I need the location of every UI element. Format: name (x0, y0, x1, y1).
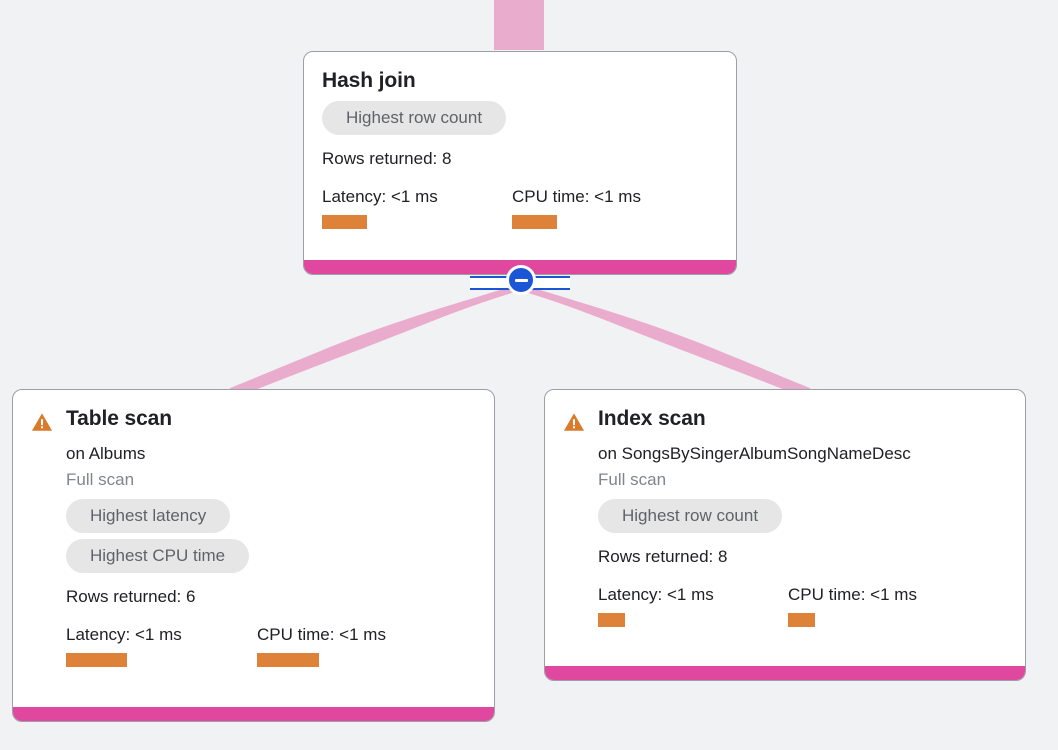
metric-cpu-time-label: CPU time: <1 ms (257, 625, 386, 644)
node-subtitle: on Albums (66, 444, 146, 463)
node-chips: Highest row count (322, 101, 718, 141)
node-title: Hash join (322, 69, 416, 92)
node-details: on SongsBySingerAlbumSongNameDesc Full s… (563, 442, 1007, 627)
edge-to-table-scan (230, 286, 522, 390)
plan-node-table-scan[interactable]: Table scan on Albums Full scan Highest l… (12, 389, 495, 722)
minus-icon (514, 278, 528, 282)
node-header-text: Table scan (66, 406, 476, 432)
node-metrics: Latency: <1 ms CPU time: <1 ms (598, 584, 1007, 627)
node-chips: Highest row count (598, 499, 1007, 539)
metric-latency-label: Latency: <1 ms (66, 625, 182, 644)
node-title: Table scan (66, 407, 172, 430)
node-scan-type: Full scan (598, 470, 667, 489)
metric-latency-label: Latency: <1 ms (598, 585, 714, 604)
warning-triangle-icon (563, 411, 585, 433)
node-header-text: Index scan (598, 406, 1007, 432)
node-header-text: Hash join (322, 68, 718, 94)
metric-latency-bar (322, 215, 367, 229)
node-body: Hash join Highest row count Rows returne… (304, 52, 736, 260)
metric-latency: Latency: <1 ms (322, 186, 512, 229)
metric-cpu-time-label: CPU time: <1 ms (512, 187, 641, 206)
edge-inbound (494, 0, 544, 50)
node-metrics: Latency: <1 ms CPU time: <1 ms (322, 186, 718, 229)
node-accent-bar (13, 707, 494, 721)
chip-highest-latency: Highest latency (66, 499, 231, 533)
node-body: Index scan on SongsBySingerAlbumSongName… (545, 390, 1025, 666)
chip-highest-row-count: Highest row count (598, 499, 783, 533)
node-accent-bar (545, 666, 1025, 680)
rows-returned: Rows returned: 8 (598, 547, 728, 566)
metric-latency: Latency: <1 ms (66, 624, 257, 667)
rows-returned: Rows returned: 8 (322, 149, 452, 168)
plan-node-hash-join[interactable]: Hash join Highest row count Rows returne… (303, 51, 737, 275)
node-metrics: Latency: <1 ms CPU time: <1 ms (66, 624, 476, 667)
plan-node-index-scan[interactable]: Index scan on SongsBySingerAlbumSongName… (544, 389, 1026, 681)
node-body: Table scan on Albums Full scan Highest l… (13, 390, 494, 707)
warning-triangle-icon (31, 411, 53, 433)
edge-to-index-scan (518, 286, 810, 390)
metric-cpu-time-label: CPU time: <1 ms (788, 585, 917, 604)
metric-cpu-time-bar (512, 215, 557, 229)
node-title: Index scan (598, 407, 706, 430)
node-header: Table scan (31, 406, 476, 433)
node-scan-type: Full scan (66, 470, 135, 489)
node-header: Index scan (563, 406, 1007, 433)
collapse-children-toggle[interactable] (470, 265, 570, 295)
metric-cpu-time: CPU time: <1 ms (788, 584, 917, 627)
node-header: Hash join (322, 68, 718, 94)
metric-cpu-time: CPU time: <1 ms (512, 186, 641, 229)
metric-cpu-time-bar (257, 653, 319, 667)
toggle-knob[interactable] (506, 265, 536, 295)
metric-latency-bar (598, 613, 625, 627)
chip-highest-cpu-time: Highest CPU time (66, 539, 250, 573)
metric-latency-bar (66, 653, 127, 667)
metric-latency: Latency: <1 ms (598, 584, 788, 627)
node-details: on Albums Full scan Highest latency High… (31, 442, 476, 667)
node-subtitle: on SongsBySingerAlbumSongNameDesc (598, 444, 911, 463)
metric-cpu-time: CPU time: <1 ms (257, 624, 386, 667)
chip-highest-row-count: Highest row count (322, 101, 507, 135)
metric-latency-label: Latency: <1 ms (322, 187, 438, 206)
rows-returned: Rows returned: 6 (66, 587, 196, 606)
metric-cpu-time-bar (788, 613, 815, 627)
node-chips: Highest latency Highest CPU time (66, 499, 476, 579)
